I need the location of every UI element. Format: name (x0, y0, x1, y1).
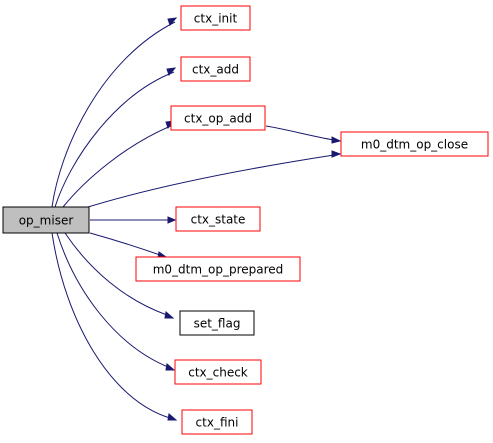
node-m0_dtm_op_prepared[interactable]: m0_dtm_op_prepared (135, 256, 301, 282)
node-ctx_init[interactable]: ctx_init (180, 5, 251, 31)
arrowhead-ctx_check (165, 363, 176, 371)
node-ctx_op_add[interactable]: ctx_op_add (170, 105, 266, 131)
node-m0_dtm_op_close[interactable]: m0_dtm_op_close (340, 131, 489, 157)
edges (51, 17, 342, 421)
node-ctx_state-label: ctx_state (191, 213, 246, 227)
node-ctx_add[interactable]: ctx_add (180, 56, 251, 82)
edge-op_miser-ctx_fini (51, 232, 171, 419)
node-ctx_add-box (180, 56, 251, 82)
node-ctx_init-box (180, 5, 251, 31)
node-op_miser[interactable]: op_miser (2, 206, 90, 234)
node-ctx_check-label: ctx_check (188, 366, 248, 380)
arrowhead-m0_dtm_op_close-from-op_miser (331, 150, 342, 158)
node-ctx_op_add-box (170, 105, 266, 131)
edge-op_miser-set_flag (64, 232, 168, 316)
node-ctx_fini[interactable]: ctx_fini (181, 409, 253, 435)
node-ctx_check-box (174, 359, 262, 385)
node-set_flag-label: set_flag (194, 317, 241, 331)
node-m0_dtm_op_prepared-label: m0_dtm_op_prepared (153, 263, 284, 277)
arrowhead-set_flag (164, 311, 175, 319)
edge-op_miser-ctx_add (54, 71, 175, 208)
edge-op_miser-ctx_op_add (62, 124, 174, 208)
arrowhead-ctx_init (167, 17, 178, 26)
node-set_flag[interactable]: set_flag (179, 310, 255, 336)
node-m0_dtm_op_close-box (340, 131, 489, 157)
edge-op_miser-m0_dtm_op_close (87, 154, 335, 208)
node-m0_dtm_op_prepared-box (135, 256, 301, 282)
node-m0_dtm_op_close-label: m0_dtm_op_close (361, 138, 468, 152)
arrowhead-m0_dtm_op_close-from-ctx_op_add (331, 136, 342, 144)
node-op_miser-label: op_miser (19, 214, 74, 228)
node-op_miser-box (2, 206, 90, 234)
edge-ctx_op_add-m0_dtm_op_close (265, 125, 335, 141)
node-ctx_add-label: ctx_add (192, 63, 239, 77)
node-set_flag-box (179, 310, 255, 336)
node-ctx_fini-label: ctx_fini (196, 416, 239, 430)
edge-op_miser-m0_dtm_op_prepared (89, 232, 161, 256)
arrowhead-ctx_add (166, 67, 177, 76)
arrowhead-ctx_fini (167, 413, 178, 421)
node-ctx_init-label: ctx_init (194, 12, 238, 26)
edge-op_miser-ctx_init (51, 21, 176, 208)
node-ctx_check[interactable]: ctx_check (174, 359, 262, 385)
node-ctx_fini-box (181, 409, 253, 435)
edge-op_miser-ctx_check (56, 232, 169, 368)
node-ctx_state[interactable]: ctx_state (175, 206, 261, 232)
arrowhead-ctx_state (167, 216, 177, 224)
node-ctx_state-box (175, 206, 261, 232)
node-ctx_op_add-label: ctx_op_add (184, 112, 252, 126)
